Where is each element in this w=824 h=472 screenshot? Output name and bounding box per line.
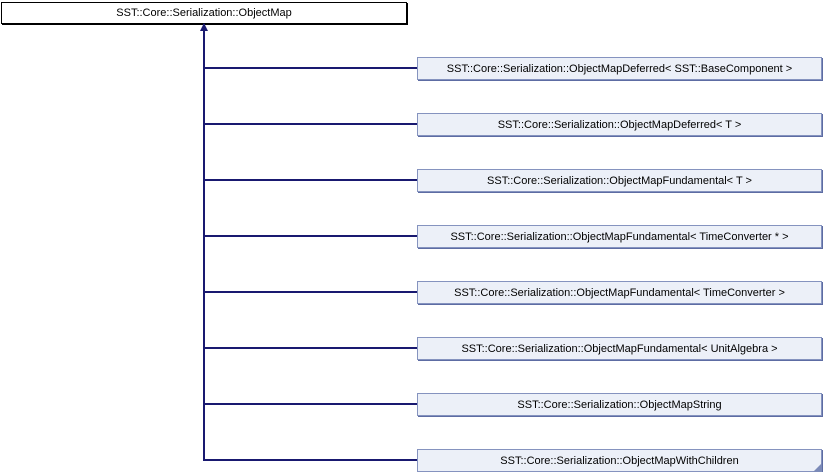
derived-class-node[interactable]: SST::Core::Serialization::ObjectMapStrin… [417,393,822,416]
derived-class-label: SST::Core::Serialization::ObjectMapFunda… [487,174,752,187]
derived-class-label: SST::Core::Serialization::ObjectMapDefer… [446,62,793,75]
derived-class-label: SST::Core::Serialization::ObjectMapDefer… [497,118,742,131]
derived-class-node[interactable]: SST::Core::Serialization::ObjectMapFunda… [417,225,822,248]
derived-class-node[interactable]: SST::Core::Serialization::ObjectMapFunda… [417,169,822,192]
base-class-label: SST::Core::Serialization::ObjectMap [116,7,292,19]
inheritance-edge [204,235,417,237]
derived-class-node[interactable]: SST::Core::Serialization::ObjectMapDefer… [417,113,822,136]
inheritance-edge [204,459,417,461]
derived-class-label: SST::Core::Serialization::ObjectMapFunda… [450,230,789,243]
inheritance-edge [204,291,417,293]
derived-class-label: SST::Core::Serialization::ObjectMapFunda… [454,286,785,299]
inheritance-edge [204,123,417,125]
derived-class-label: SST::Core::Serialization::ObjectMapStrin… [517,398,722,411]
derived-class-node[interactable]: SST::Core::Serialization::ObjectMapDefer… [417,57,822,80]
derived-class-node[interactable]: SST::Core::Serialization::ObjectMapFunda… [417,281,822,304]
inheritance-edge [204,347,417,349]
derived-class-node[interactable]: SST::Core::Serialization::ObjectMapWithC… [417,449,822,472]
inheritance-edge [204,179,417,181]
inheritance-edge-vertical [203,24,205,461]
inheritance-edge [204,403,417,405]
inheritance-edge [204,67,417,69]
derived-class-label: SST::Core::Serialization::ObjectMapFunda… [461,342,778,355]
derived-class-node[interactable]: SST::Core::Serialization::ObjectMapFunda… [417,337,822,360]
base-class-node[interactable]: SST::Core::Serialization::ObjectMap [1,2,407,24]
truncated-corner-icon [813,463,822,472]
derived-class-label: SST::Core::Serialization::ObjectMapWithC… [500,454,739,467]
